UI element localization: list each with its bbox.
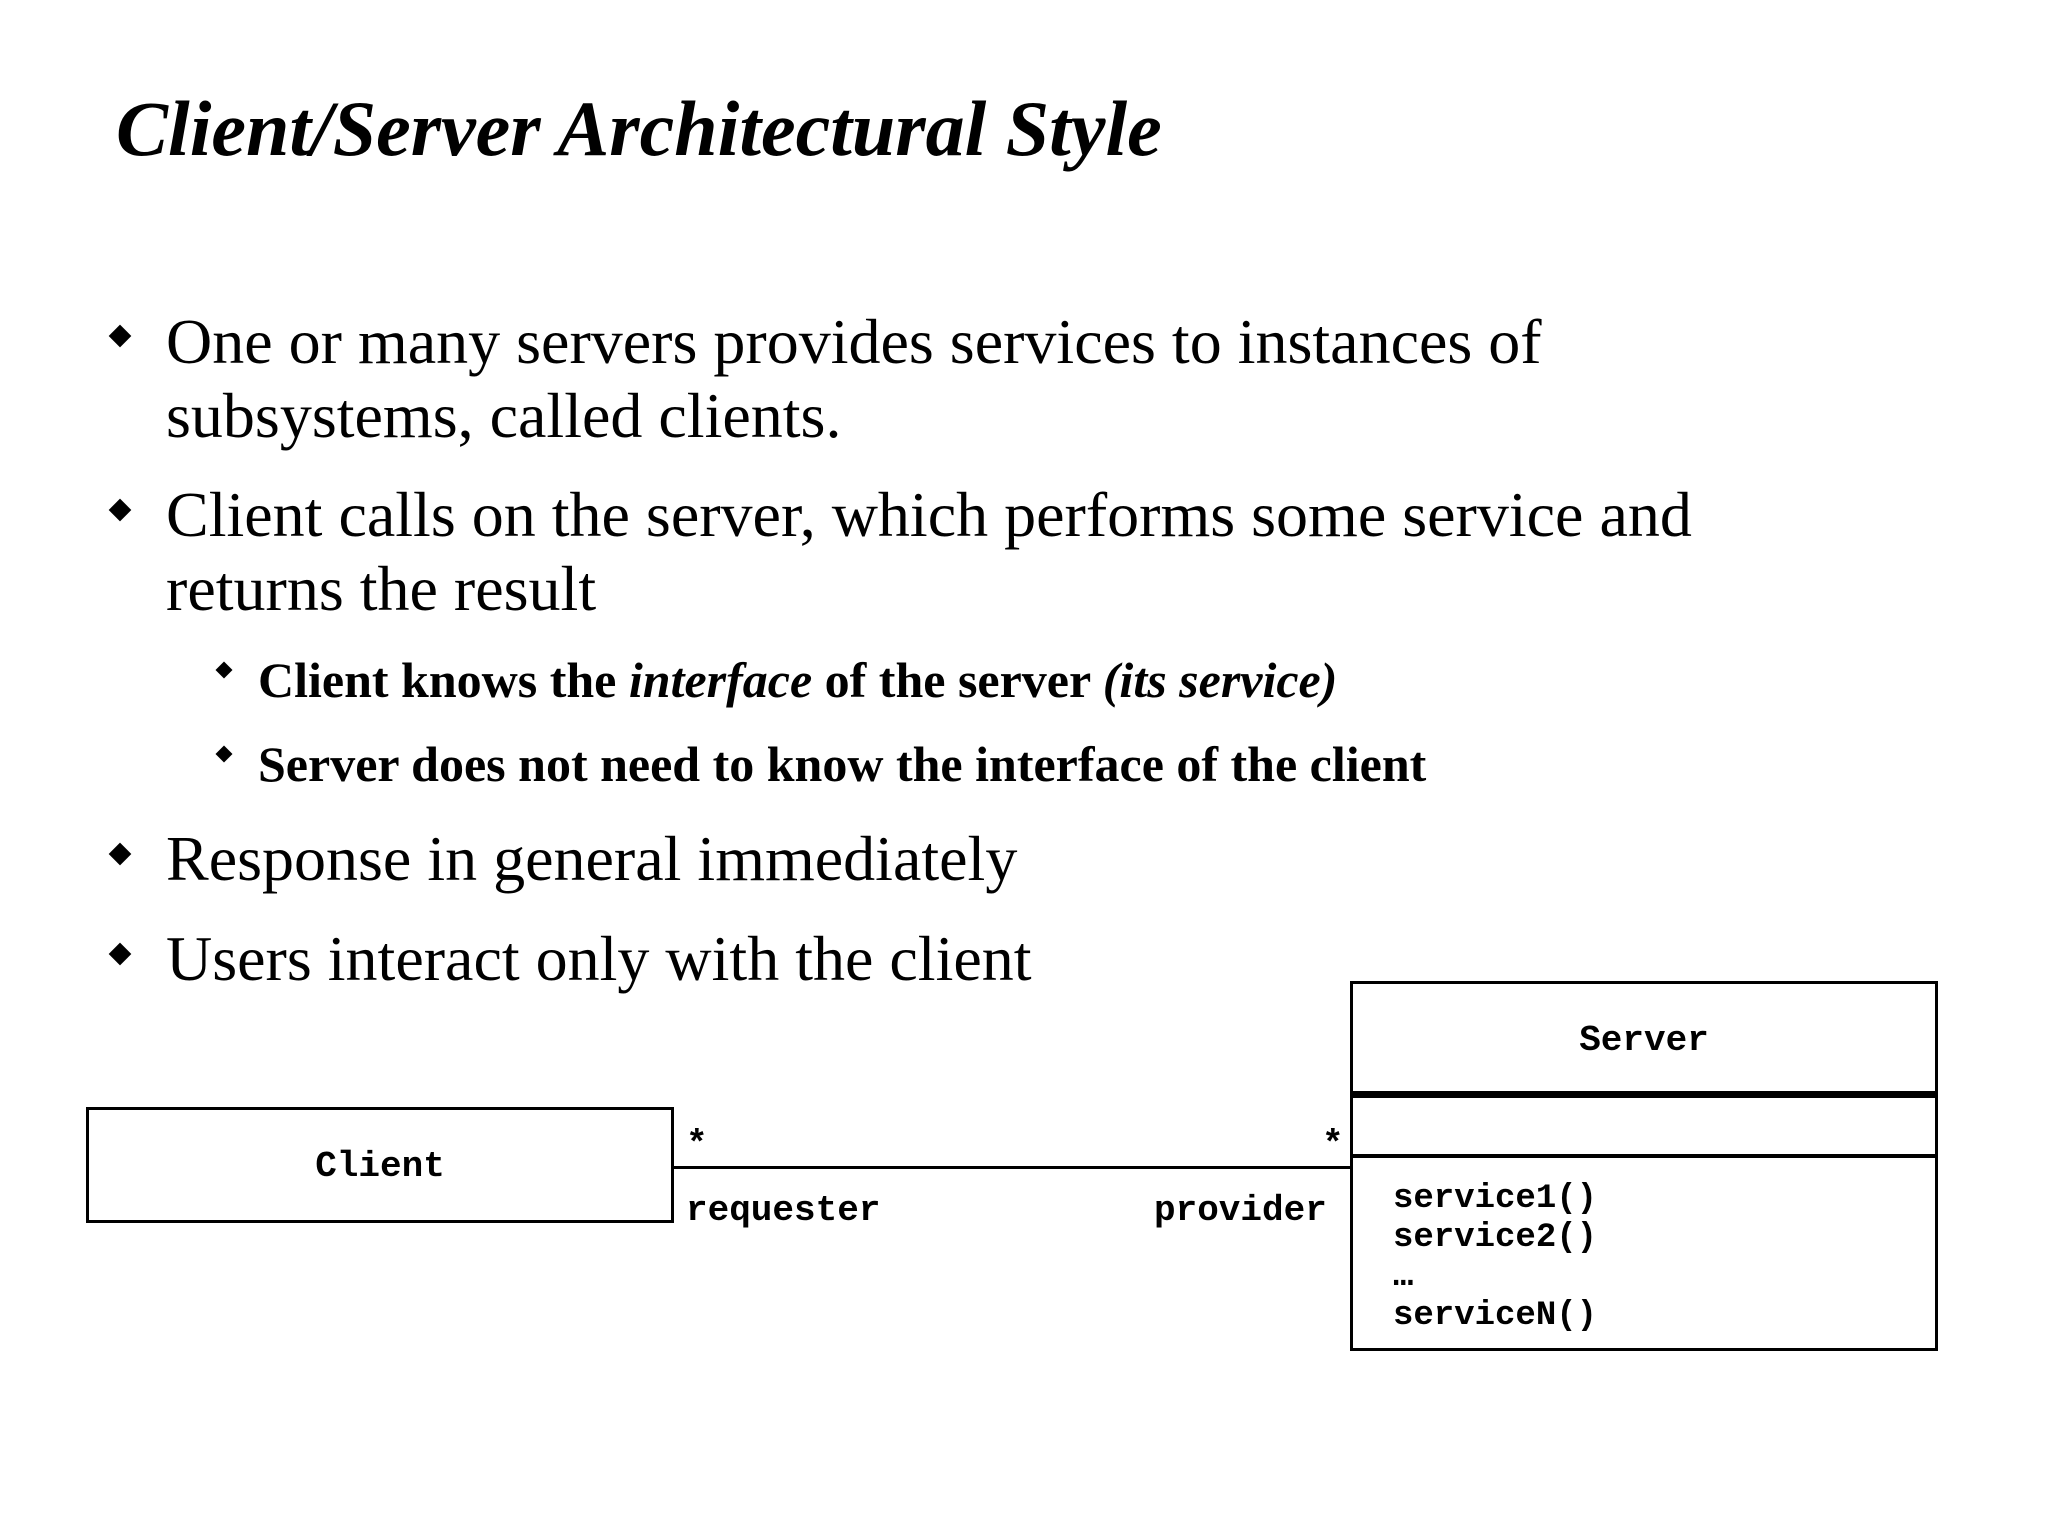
sub-bullet-1-text-b: of the server	[812, 652, 1103, 708]
server-class-box: Server service1() service2() … serviceN(…	[1350, 981, 1938, 1351]
bullet-3: Response in general immediately	[166, 823, 1018, 894]
sub-bullet-diamond-icon	[215, 661, 233, 679]
server-operation: …	[1393, 1258, 1414, 1296]
bullet-diamond-icon	[108, 324, 132, 348]
server-attributes-divider	[1353, 1091, 1935, 1098]
client-class-name: Client	[315, 1146, 445, 1187]
server-operation: service1()	[1393, 1180, 1598, 1218]
bullet-2-line-2: returns the result	[166, 553, 597, 624]
server-operation: service2()	[1393, 1219, 1598, 1257]
client-role-label: requester	[686, 1190, 881, 1231]
sub-bullet-diamond-icon	[215, 745, 233, 763]
bullet-4: Users interact only with the client	[166, 923, 1032, 994]
sub-bullet-1-interface: interface	[628, 652, 813, 708]
slide-title: Client/Server Architectural Style	[116, 85, 1162, 172]
server-operations-divider	[1353, 1154, 1935, 1158]
sub-bullet-1-text-a: Client knows the	[258, 652, 629, 708]
server-role-label: provider	[1154, 1190, 1327, 1231]
bullet-1: One or many servers provides services to…	[166, 305, 1542, 453]
sub-bullet-2: Server does not need to know the interfa…	[258, 736, 1427, 792]
client-multiplicity: *	[686, 1124, 708, 1165]
bullet-1-line-1: One or many servers provides services to…	[166, 306, 1542, 377]
bullet-2: Client calls on the server, which perfor…	[166, 478, 1692, 626]
server-operation: serviceN()	[1393, 1297, 1598, 1335]
server-multiplicity: *	[1322, 1124, 1344, 1165]
sub-bullet-1: Client knows the interface of the server…	[258, 650, 1337, 710]
bullet-2-line-1: Client calls on the server, which perfor…	[166, 479, 1692, 550]
association-line	[674, 1166, 1352, 1169]
bullet-diamond-icon	[108, 498, 132, 522]
bullet-diamond-icon	[108, 942, 132, 966]
sub-bullet-1-its-service: (its service)	[1102, 652, 1338, 708]
server-class-name: Server	[1579, 1020, 1709, 1061]
client-class-box: Client	[86, 1107, 674, 1223]
server-operations-list: service1() service2() … serviceN()	[1393, 1180, 1597, 1336]
bullet-1-line-2: subsystems, called clients.	[166, 380, 842, 451]
bullet-diamond-icon	[108, 842, 132, 866]
